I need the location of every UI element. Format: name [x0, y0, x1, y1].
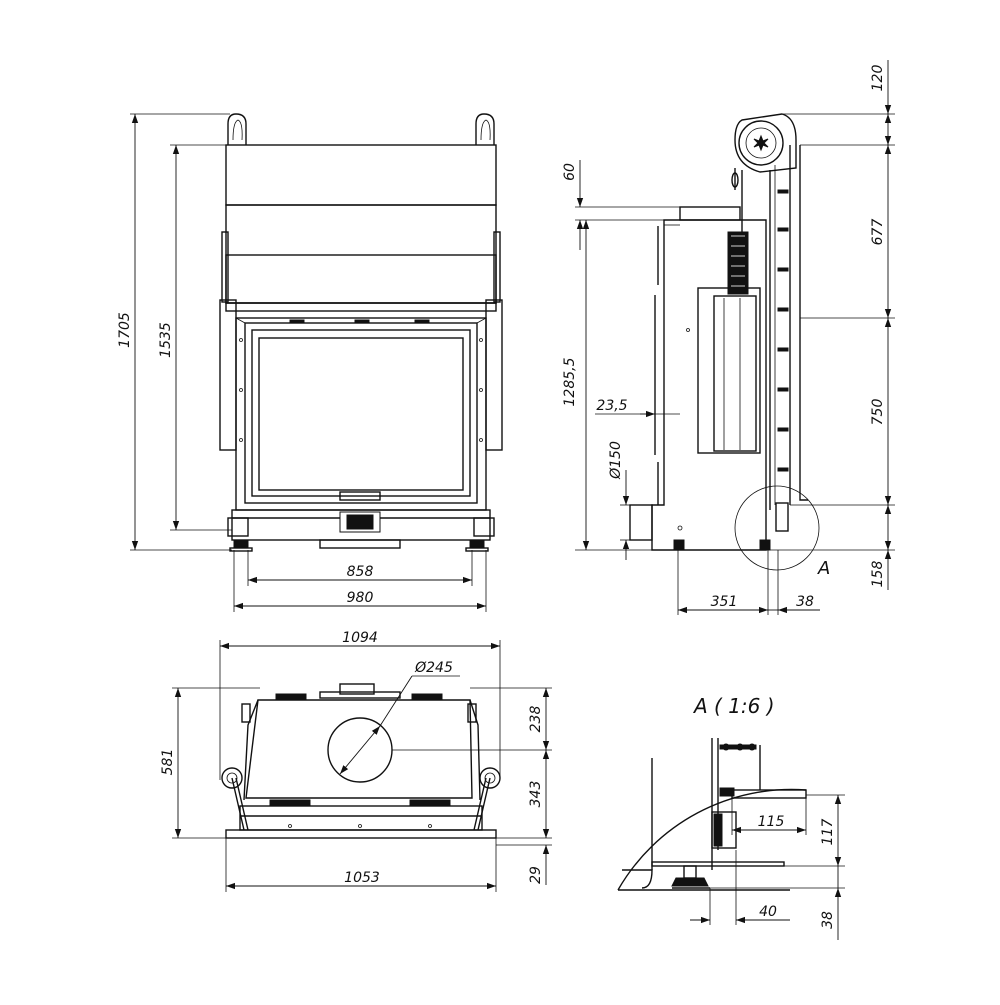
- dim-side-middle-section: 750: [870, 399, 886, 426]
- dim-side-upper-section: 677: [870, 219, 886, 246]
- top-view: [172, 640, 552, 892]
- dim-detail-foot-width: 40: [759, 904, 777, 920]
- dim-side-flue-diameter: Ø150: [608, 441, 624, 480]
- dim-side-offset-small: 23,5: [596, 398, 627, 414]
- dim-side-depth: 351: [711, 594, 738, 610]
- dim-front-glass-width: 858: [347, 564, 374, 580]
- dim-side-foot-offset: 38: [796, 594, 814, 610]
- side-view: [575, 60, 895, 615]
- dim-top-flue-diameter: Ø245: [414, 660, 453, 676]
- dim-side-bottom-section: 158: [870, 561, 886, 588]
- dim-top-flue-offset: 238: [528, 706, 544, 733]
- dim-side-body-height: 1285,5: [562, 357, 578, 406]
- dim-front-total-height: 1705: [117, 312, 133, 348]
- dim-side-top-offset: 120: [870, 65, 886, 92]
- detail-title: A ( 1:6 ): [692, 694, 775, 718]
- dim-top-front-offset: 29: [528, 866, 544, 884]
- dim-detail-width: 115: [758, 814, 785, 830]
- dim-top-body-width: 1053: [344, 870, 380, 886]
- detail-view: [617, 738, 845, 940]
- front-view: [130, 113, 503, 612]
- dim-side-upper-offset: 60: [562, 163, 578, 181]
- dim-top-total-width: 1094: [342, 630, 378, 646]
- dim-top-depth: 581: [160, 749, 176, 776]
- dim-detail-foot-height: 38: [820, 911, 836, 929]
- dim-front-body-width: 980: [347, 590, 374, 606]
- dim-front-body-height: 1535: [158, 322, 174, 358]
- detail-marker: A: [817, 558, 830, 579]
- dim-detail-height: 117: [820, 819, 836, 846]
- dim-top-rear-offset: 343: [528, 781, 544, 808]
